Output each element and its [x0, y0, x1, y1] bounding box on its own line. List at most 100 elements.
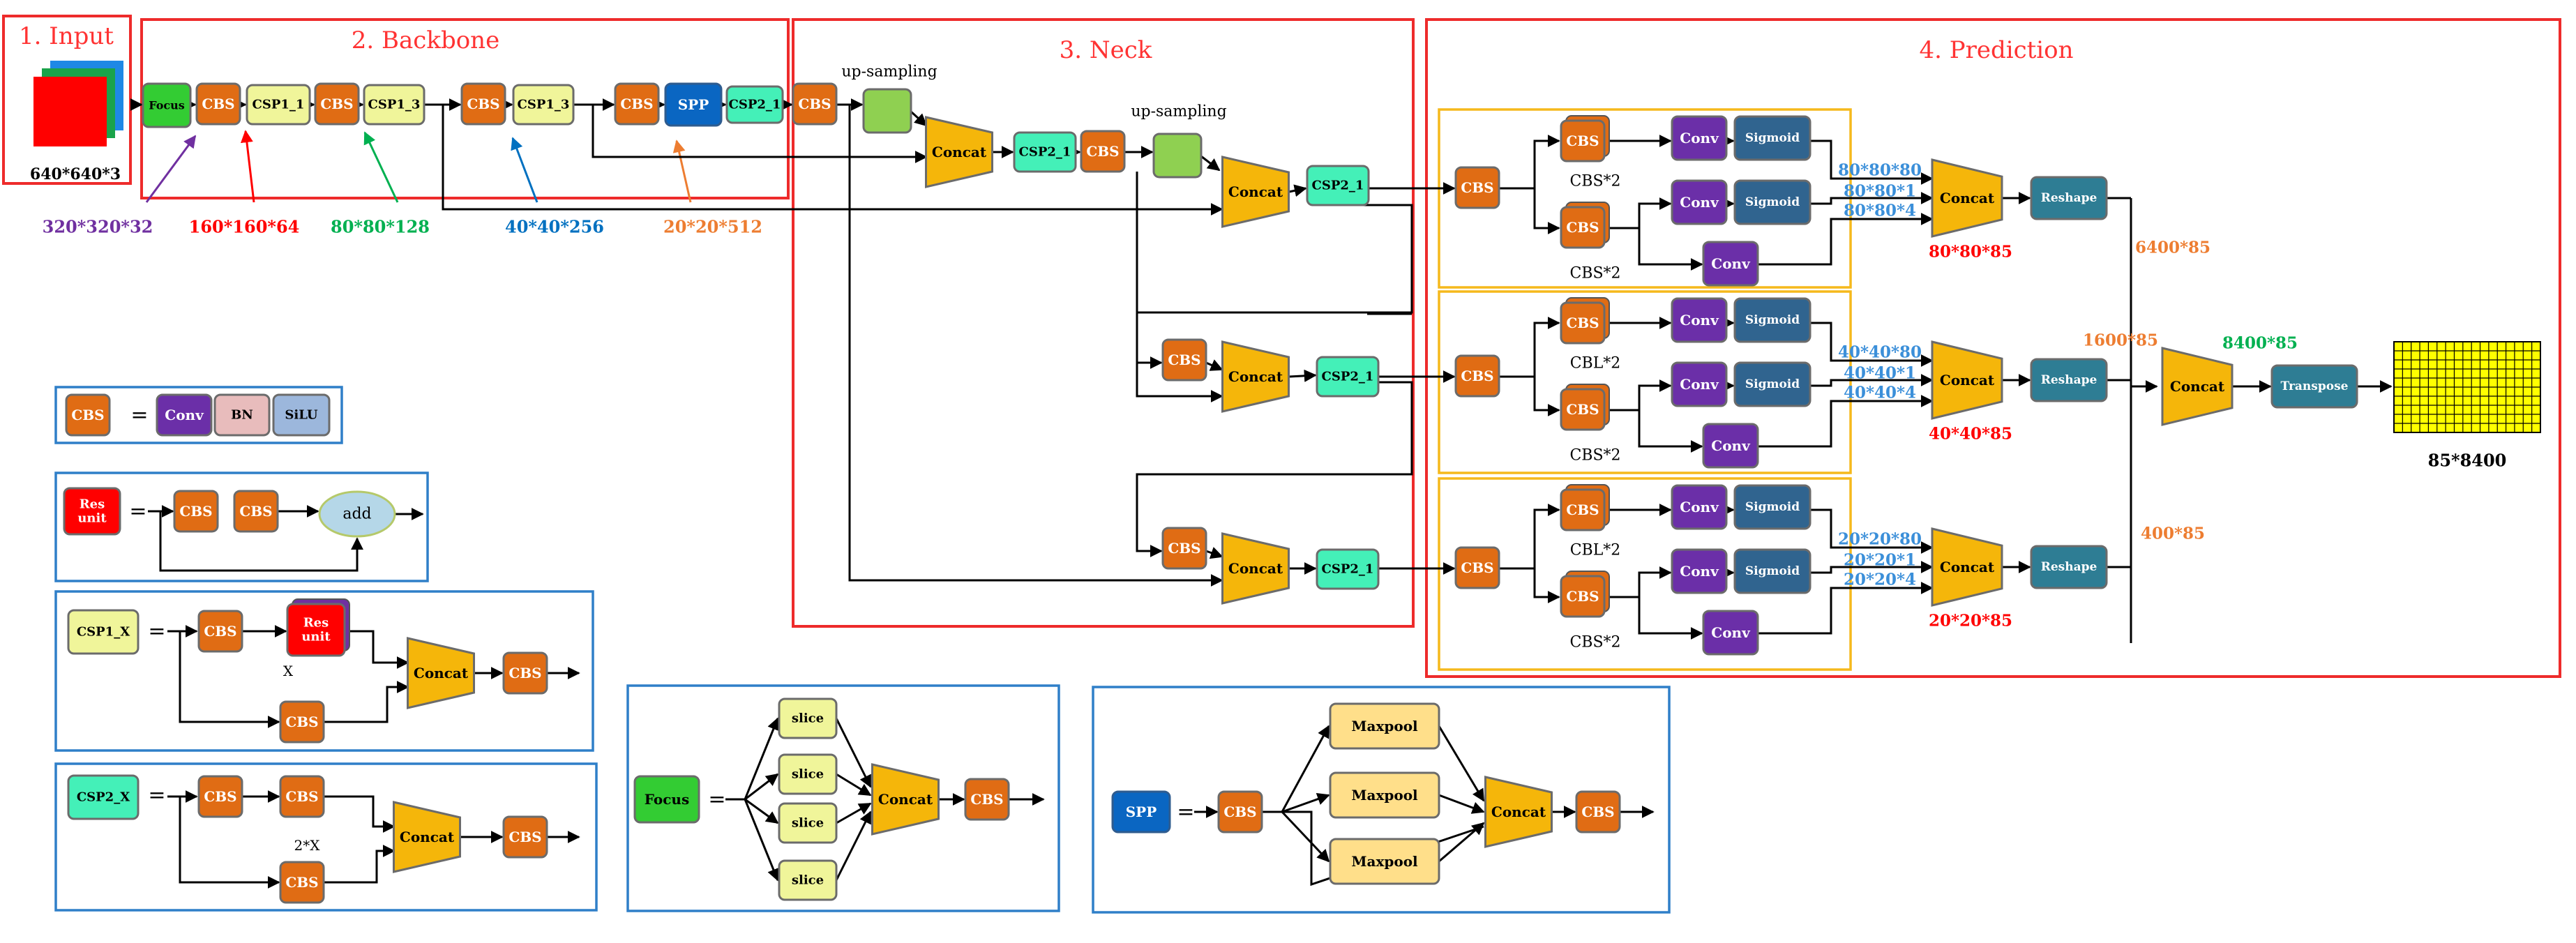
csp1-3-block-1: CSP1_3	[363, 84, 425, 126]
legend-bn-box	[213, 393, 271, 437]
legend-slice-4-box	[778, 859, 838, 901]
concat-shape	[1221, 340, 1290, 413]
csp2-1-neck-2: CSP2_1	[1306, 165, 1370, 206]
head-3-cbs-top-label: CBS	[1566, 501, 1599, 518]
legend-focus-equals: =	[708, 787, 725, 812]
head-2-sigmoid-1: Sigmoid	[1733, 297, 1812, 343]
upsample-block-2-box	[1152, 133, 1203, 179]
legend-csp2-concat: Concat	[393, 801, 461, 873]
neck-cbs-3: CBS	[1161, 338, 1207, 382]
head-3-sigmoid-2-label: Sigmoid	[1745, 564, 1800, 578]
csp2-1-block-backbone-label: CSP2_1	[729, 98, 781, 112]
legend-csp1-cbs-out-box	[502, 651, 548, 695]
connector	[1810, 192, 1934, 205]
legend-spp-cbs-2-label: CBS	[1581, 804, 1614, 820]
legend-csp1-cbs-1-box	[197, 610, 243, 653]
head-2-conv-1: Conv	[1671, 297, 1728, 343]
concat-shape	[1931, 527, 2003, 607]
backbone-cbs-2-box	[314, 82, 360, 126]
head-3-conv-2-label: Conv	[1680, 563, 1719, 580]
head-3-sigmoid-2-box	[1733, 548, 1812, 594]
legend-csp2-x-box	[67, 774, 140, 820]
head-1-concat-dim: 80*80*85	[1929, 243, 2012, 262]
legend-spp-equals: =	[1177, 800, 1194, 824]
legend-res-equals: =	[129, 499, 146, 524]
input-dim: 640*640*3	[30, 165, 121, 183]
head-2-dim-1: 40*40*80	[1838, 343, 1922, 362]
neck-frame	[792, 18, 1415, 628]
csp2-1-neck-4-label: CSP2_1	[1322, 562, 1374, 577]
connector	[1758, 213, 1934, 266]
legend-frame-4	[54, 762, 598, 912]
head-1-cbs-top: CBS	[1560, 115, 1610, 163]
connector	[836, 773, 872, 797]
legend-frame-5	[626, 684, 1060, 912]
legend-silu-label: SiLU	[285, 408, 318, 423]
neck-cbs-1: CBS	[792, 82, 838, 126]
head-1-sigmoid-2: Sigmoid	[1733, 179, 1812, 225]
legend-csp2-cbs-skip-label: CBS	[285, 874, 318, 891]
legend-focus-box	[633, 775, 700, 824]
csp1-1-block-1: CSP1_1	[246, 84, 311, 126]
connector	[1758, 395, 1934, 448]
legend-csp2-cbs-1: CBS	[197, 775, 243, 818]
head-1-concat: Concat	[1931, 158, 2003, 238]
legend-cbs: CBS	[65, 393, 111, 437]
legend-cbs-label: CBS	[71, 407, 104, 423]
head-2-cbs-top-label: CBS	[1566, 315, 1599, 331]
neck-cbs-2: CBS	[1080, 130, 1126, 173]
head-frame-2	[1438, 290, 1852, 474]
head-3-cbs-top-box	[1560, 488, 1606, 531]
concat-shape	[393, 801, 461, 873]
head-2-sigmoid-1-label: Sigmoid	[1745, 313, 1800, 327]
concat-label: Concat	[1940, 372, 1995, 388]
legend-slice-3-label: slice	[792, 816, 824, 831]
upsample-block-1-box	[862, 88, 912, 134]
legend-csp1-concat: Concat	[407, 637, 475, 709]
csp1-3-block-1-label: CSP1_3	[368, 98, 421, 112]
connector	[1205, 359, 1223, 371]
head-1-reshape: Reshape	[2030, 176, 2108, 220]
concat-label: Concat	[2170, 378, 2225, 395]
legend-csp1-x-rep: X	[283, 663, 294, 679]
spp-block-box	[664, 82, 723, 127]
head-1-cbs-in-label: CBS	[1461, 179, 1493, 196]
connector	[1288, 369, 1317, 382]
legend-focus: Focus	[633, 775, 700, 824]
legend-add-node	[318, 490, 396, 538]
concat-label: Concat	[932, 144, 987, 160]
legend-slice-4-label: slice	[792, 873, 824, 888]
csp2-1-block-backbone: CSP2_1	[725, 85, 784, 124]
csp1-1-block-1-box	[246, 84, 311, 126]
head-1-cbs-bot: CBS	[1560, 202, 1610, 249]
connector	[345, 630, 409, 669]
spp-block: SPP	[664, 82, 723, 127]
head-2-conv-2: Conv	[1671, 361, 1728, 407]
concat-shape	[871, 763, 940, 836]
connector	[145, 135, 197, 203]
head-1-conv-2: Conv	[1671, 179, 1728, 225]
connector	[836, 802, 872, 824]
neck-cbs-1-label: CBS	[798, 96, 831, 112]
legend-csp1-cbs-out-label: CBS	[509, 665, 541, 681]
head-3-conv-1-box	[1671, 484, 1728, 530]
legend-spp-box	[1111, 790, 1171, 833]
head-3-reshape-box	[2030, 545, 2108, 589]
legend-maxpool-1: Maxpool	[1329, 702, 1440, 750]
upsample-block-1	[862, 88, 912, 134]
connector	[672, 139, 692, 203]
legend-frame-2	[54, 472, 429, 582]
concat-label: Concat	[1940, 559, 1995, 575]
legend-maxpool-1-label: Maxpool	[1351, 718, 1418, 734]
connector	[1810, 374, 1934, 387]
connector	[1205, 547, 1223, 559]
head-3-conv-1: Conv	[1671, 484, 1728, 530]
reshape-dim-1: 6400*85	[2135, 239, 2210, 257]
connector	[1533, 377, 1560, 416]
head-2-dim-2: 40*40*1	[1844, 364, 1916, 383]
backbone-cbs-2-label: CBS	[320, 96, 353, 112]
head-3-cbs-bot-label: CBS	[1566, 588, 1599, 605]
legend-res-unit-box	[63, 487, 121, 536]
legend-res-cbs-1: CBS	[173, 490, 219, 533]
